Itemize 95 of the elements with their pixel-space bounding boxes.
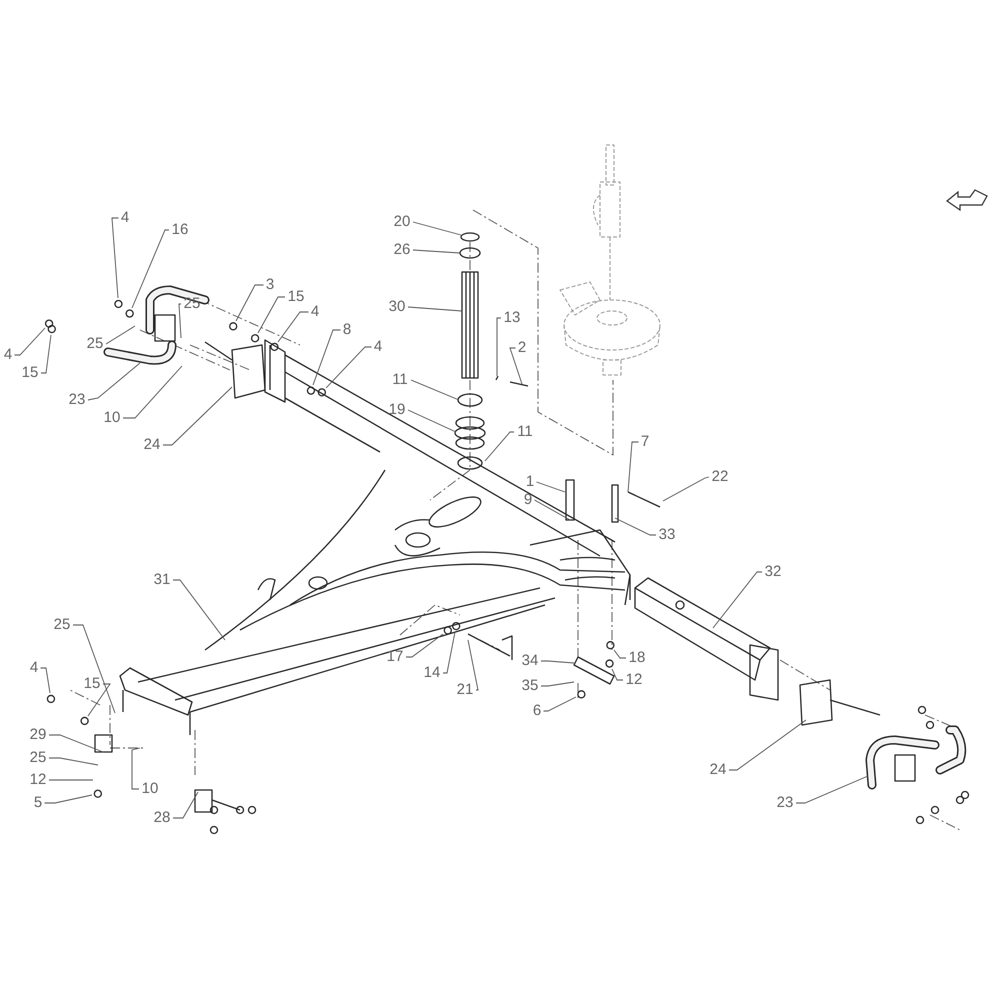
callout-number: 2 (516, 339, 528, 357)
leader-line (540, 660, 574, 664)
leader-line (543, 696, 576, 712)
leader-line (88, 684, 111, 716)
leader-line (326, 346, 372, 388)
callout-number: 4 (118, 209, 132, 227)
callout-number: 13 (501, 309, 523, 327)
callout-number: 10 (139, 780, 161, 798)
leader-line (442, 632, 456, 674)
callout-number: 15 (19, 364, 41, 382)
leader-line (88, 362, 140, 400)
callout-number: 3 (264, 276, 276, 294)
leader-line (112, 218, 119, 298)
leader-line (122, 366, 182, 418)
callout-number: 12 (27, 771, 49, 789)
callout-number: 26 (391, 241, 413, 259)
callout-number: 24 (707, 761, 729, 779)
leader-line (796, 776, 868, 804)
callout-number: 17 (384, 648, 406, 666)
leader-line (72, 624, 116, 714)
callout-number: 23 (66, 391, 88, 409)
leader-line (48, 734, 104, 752)
callout-number: 20 (391, 213, 413, 231)
callout-number: 24 (141, 436, 163, 454)
callout-number: 25 (84, 335, 106, 353)
leader-line (496, 318, 502, 376)
leader-line (132, 748, 140, 790)
callout-number: 6 (530, 702, 544, 720)
callout-number: 1 (524, 473, 536, 491)
leader-line (40, 668, 50, 694)
callout-number: 25 (51, 616, 73, 634)
callout-number: 23 (774, 794, 796, 812)
callout-number: 4 (28, 659, 40, 677)
callout-number: 15 (285, 288, 307, 306)
leader-line (612, 668, 624, 680)
callout-number: 30 (386, 298, 408, 316)
leader-line (178, 304, 182, 338)
leader-line (534, 500, 570, 520)
callout-number: 4 (372, 338, 384, 356)
leader-line (468, 640, 479, 690)
callout-number: 25 (181, 295, 203, 313)
leader-line (536, 482, 566, 492)
callout-number: 18 (626, 649, 648, 667)
leader-line (40, 334, 52, 374)
callout-number: 4 (2, 346, 14, 364)
callout-number: 16 (169, 221, 191, 239)
callout-number: 11 (514, 423, 536, 441)
callout-number: 22 (709, 468, 731, 486)
leader-line (132, 230, 170, 308)
callout-number: 7 (638, 433, 652, 451)
leader-line (312, 330, 341, 386)
leader-line (540, 682, 574, 686)
leader-line (712, 572, 762, 628)
leader-line (410, 380, 460, 400)
callout-number: 33 (656, 526, 678, 544)
leader-line (408, 306, 462, 312)
callout-number: 12 (623, 671, 645, 689)
callout-number: 19 (386, 401, 408, 419)
leader-line (614, 518, 656, 536)
leader-line (412, 222, 462, 236)
callout-number: 14 (421, 664, 443, 682)
leader-line (278, 312, 309, 342)
leader-line (614, 650, 626, 658)
leader-line (48, 758, 98, 766)
leader-line (258, 296, 286, 334)
callout-number: 34 (519, 652, 541, 670)
leader-line (509, 348, 522, 384)
leader-line (172, 792, 198, 818)
leader-line (408, 410, 456, 432)
callout-number: 11 (389, 371, 411, 389)
leader-line (106, 326, 136, 344)
leader-line (662, 476, 710, 502)
callout-number: 9 (522, 491, 534, 509)
callout-number: 29 (27, 726, 49, 744)
callout-number: 15 (81, 675, 103, 693)
callout-number: 10 (101, 409, 123, 427)
callout-number: 25 (27, 749, 49, 767)
leader-line (14, 328, 46, 356)
leader-line (412, 250, 460, 254)
leader-line (628, 442, 639, 492)
callout-number: 5 (32, 794, 44, 812)
callout-number: 28 (151, 809, 173, 827)
leader-line (406, 634, 444, 658)
callout-number: 32 (762, 563, 784, 581)
leader-line (172, 580, 226, 640)
callout-number: 8 (340, 321, 354, 339)
callout-number: 4 (308, 303, 322, 321)
callout-number: 35 (519, 677, 541, 695)
leader-line (728, 720, 806, 770)
leader-line (162, 386, 232, 446)
leader-line (44, 794, 92, 804)
callout-number: 21 (454, 681, 476, 699)
leader-line (236, 284, 264, 322)
leader-line (484, 432, 514, 462)
callout-number: 31 (151, 571, 173, 589)
